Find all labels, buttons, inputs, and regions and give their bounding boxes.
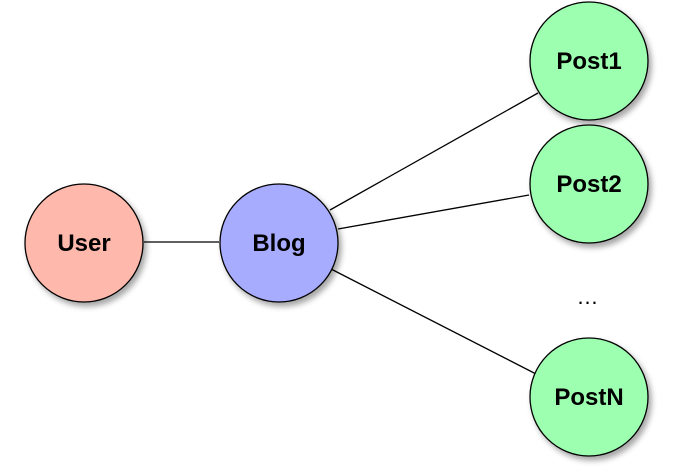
node-user[interactable]: User xyxy=(24,183,144,303)
node-blog-label: Blog xyxy=(252,230,305,257)
edge-blog-post2 xyxy=(337,194,530,230)
node-postn[interactable]: PostN xyxy=(529,337,649,457)
node-post1-label: Post1 xyxy=(556,48,621,75)
node-user-circle xyxy=(24,183,144,303)
edge-blog-post1 xyxy=(329,92,539,211)
node-postn-circle xyxy=(529,337,649,457)
node-user-label: User xyxy=(57,230,110,257)
node-post2-label: Post2 xyxy=(556,171,621,198)
node-post2[interactable]: Post2 xyxy=(529,124,649,244)
node-post1[interactable]: Post1 xyxy=(529,1,649,121)
node-blog[interactable]: Blog xyxy=(219,183,339,303)
node-postn-label: PostN xyxy=(554,384,623,411)
ellipsis-label: … xyxy=(577,284,602,309)
edge-blog-postn xyxy=(330,268,539,376)
node-post2-circle xyxy=(529,124,649,244)
node-post1-circle xyxy=(529,1,649,121)
node-blog-circle xyxy=(219,183,339,303)
